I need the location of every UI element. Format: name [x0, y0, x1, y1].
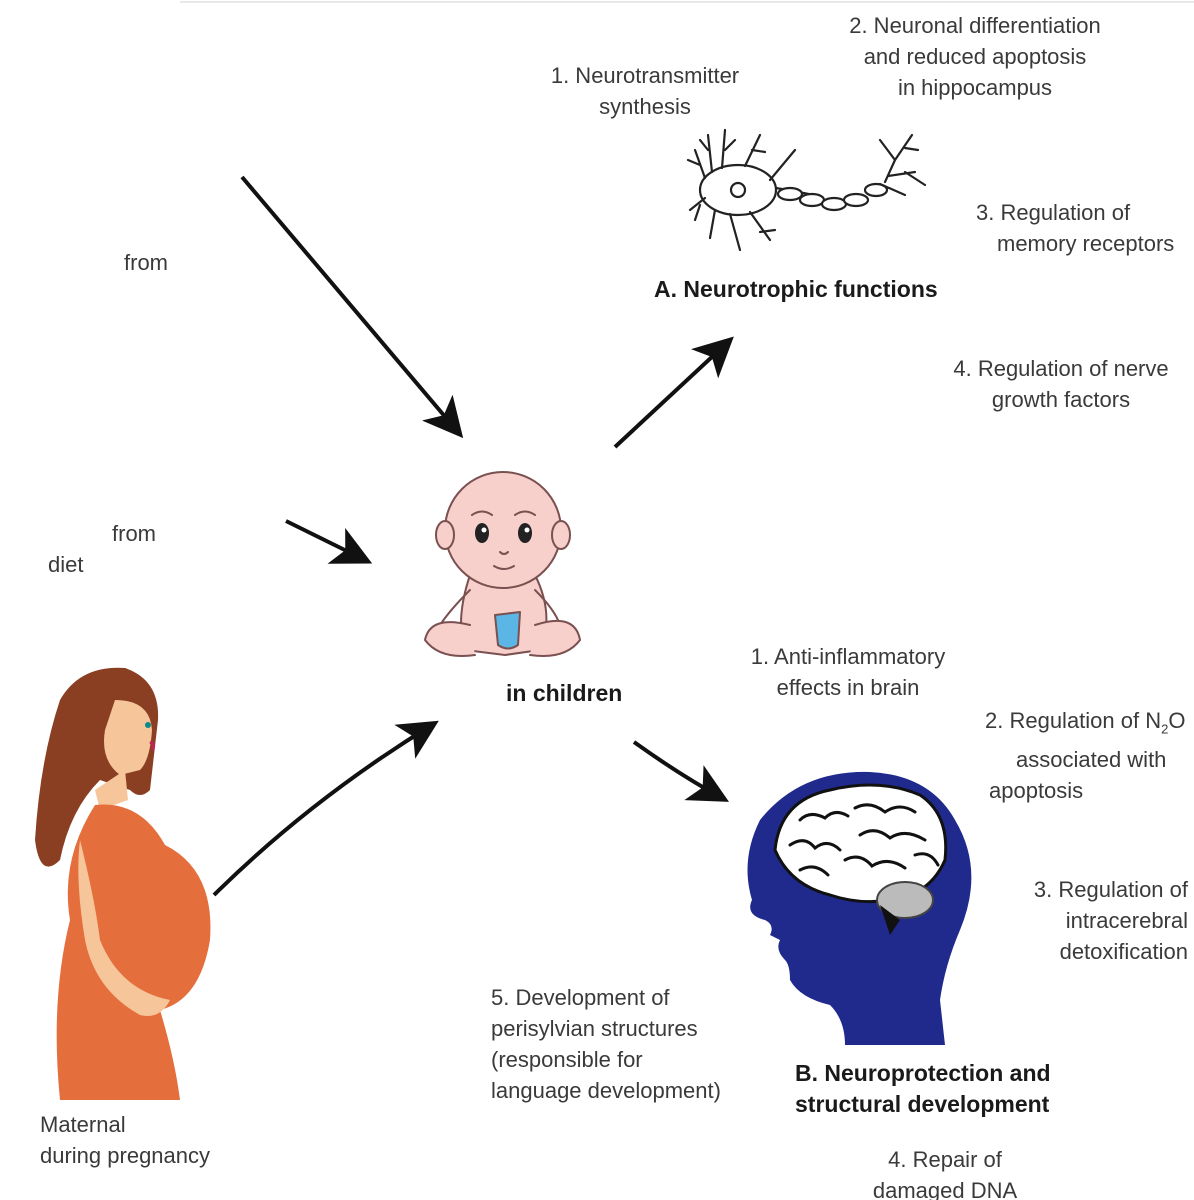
neuron-icon — [686, 128, 927, 252]
neuroprotection-item-5-line3: (responsible for — [491, 1047, 643, 1072]
neurotrophic-item-3: 3. Regulation of memory receptors — [940, 197, 1192, 259]
arrow-middle-source-to-child — [285, 519, 373, 564]
source-middle-line2: diet — [48, 552, 84, 577]
neuroprotection-item-5-line1: 5. Development of — [491, 985, 670, 1010]
brain-head-icon — [747, 771, 972, 1045]
neuroprotection-heading-line1: B. Neuroprotection and — [795, 1060, 1051, 1086]
neuroprotection-item-3-line2: intracerebral — [1065, 908, 1188, 933]
neuroprotection-item-1-line1: 1. Anti-inflammatory — [750, 644, 946, 669]
neuroprotection-item-4-line2: damaged DNA — [872, 1178, 1018, 1200]
neuroprotection-item-4: 4. Repair of damaged DNA — [830, 1144, 1060, 1200]
neuroprotection-item-2-line3: apoptosis — [989, 778, 1084, 804]
neuroprotection-item-3-line1: 3. Regulation of — [1033, 877, 1188, 902]
neuroprotection-item-2-line2: associated with — [1016, 747, 1167, 773]
neurotrophic-item-1-line1: 1. Neurotransmitter — [550, 63, 740, 88]
neuroprotection-item-5-line2: perisylvian structures — [491, 1016, 698, 1041]
source-maternal-label: Maternal during pregnancy — [40, 1109, 210, 1171]
neurotrophic-item-4-line2: growth factors — [991, 387, 1131, 412]
arrow-top-source-to-child — [240, 175, 464, 439]
source-top-label: from — [124, 247, 168, 278]
center-label: in children — [506, 680, 623, 706]
neurotrophic-item-1-line2: synthesis — [599, 94, 691, 119]
neurotrophic-item-2-line3: in hippocampus — [897, 75, 1053, 100]
source-maternal-line2: during pregnancy — [40, 1143, 211, 1168]
baby-icon — [424, 471, 581, 657]
neurotrophic-item-2-line1: 2. Neuronal differentiation — [849, 13, 1101, 38]
neuroprotection-item-5-line4: language development) — [491, 1078, 721, 1103]
neurotrophic-item-2-line2: and reduced apoptosis — [863, 44, 1087, 69]
neuroprotection-item-2-suffix: O — [1168, 708, 1186, 733]
neuroprotection-item-1: 1. Anti-inflammatory effects in brain — [728, 641, 968, 703]
neurotrophic-item-4: 4. Regulation of nerve growth factors — [935, 353, 1187, 415]
neuroprotection-heading: B. Neuroprotection and structural develo… — [795, 1058, 1051, 1120]
neuroprotection-heading-line2: structural development — [795, 1091, 1050, 1117]
neuroprotection-item-3-line3: detoxification — [1059, 939, 1188, 964]
pregnant-woman-icon — [35, 667, 211, 1100]
neurotrophic-item-4-line1: 4. Regulation of nerve — [953, 356, 1169, 381]
neuroprotection-item-5: 5. Development of perisylvian structures… — [491, 982, 721, 1106]
source-middle-line1: from — [112, 521, 156, 546]
neurotrophic-item-3-line1: 3. Regulation of — [976, 200, 1131, 225]
arrow-child-to-neurotrophic — [613, 336, 734, 449]
arrow-maternal-to-child — [212, 720, 439, 897]
source-top-line1: from — [124, 250, 168, 275]
neuroprotection-item-4-line1: 4. Repair of — [888, 1147, 1002, 1172]
neurotrophic-item-2: 2. Neuronal differentiation and reduced … — [820, 10, 1130, 103]
neuroprotection-item-1-line2: effects in brain — [776, 675, 920, 700]
neuroprotection-item-2-prefix: 2. Regulation of N — [985, 708, 1162, 733]
neuroprotection-item-3: 3. Regulation of intracerebral detoxific… — [1000, 874, 1188, 967]
neurotrophic-item-1: 1. Neurotransmitter synthesis — [520, 60, 770, 122]
neurotrophic-item-3-line2: memory receptors — [997, 231, 1175, 256]
arrow-child-to-neuroprotection — [632, 740, 730, 802]
neurotrophic-heading: A. Neurotrophic functions — [654, 276, 938, 302]
neuroprotection-item-2-subscript: 2 — [1161, 721, 1169, 737]
neuroprotection-item-2: 2. Regulation of N2O associated with apo… — [985, 705, 1194, 806]
neuroprotection-item-2-line1: 2. Regulation of N2O — [985, 705, 1194, 744]
source-maternal-line1: Maternal — [40, 1112, 126, 1137]
source-middle-label: from diet — [48, 518, 156, 580]
